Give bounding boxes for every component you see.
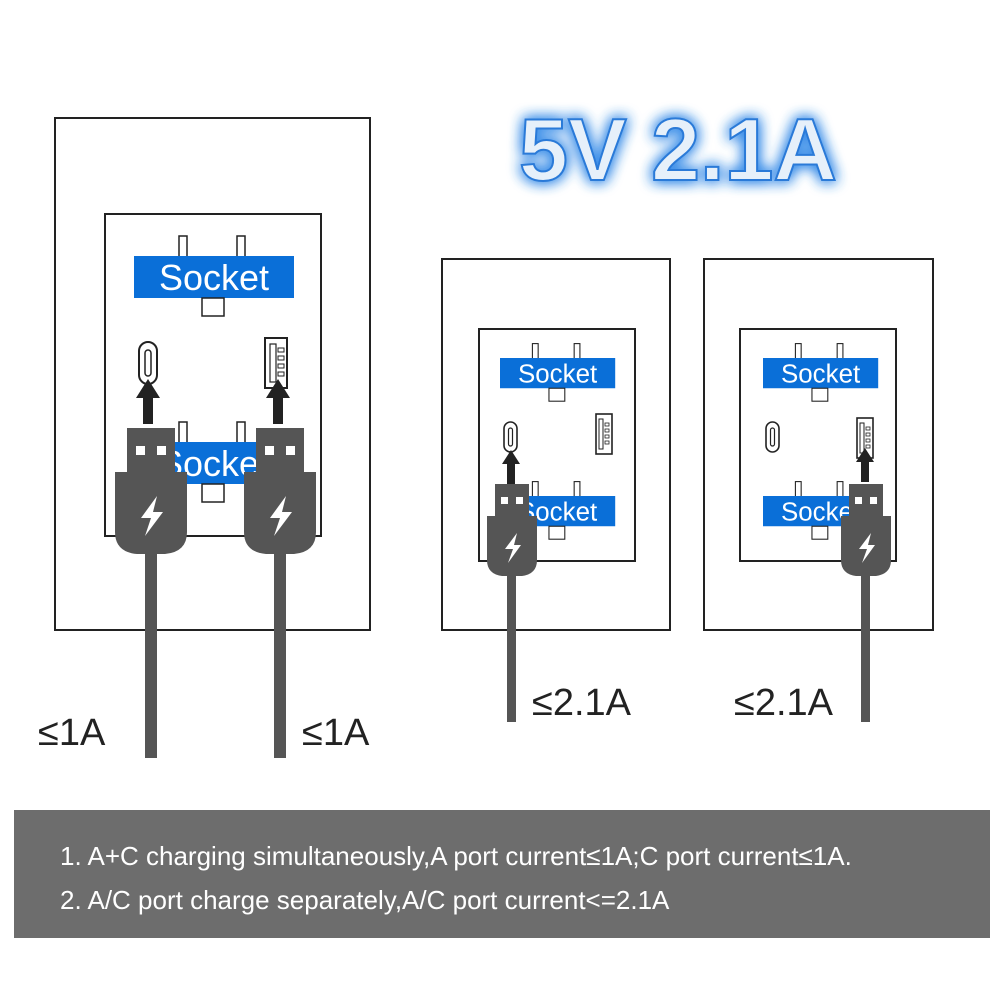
current-label-a: ≤2.1A [734,682,834,724]
current-label-c: ≤1A [38,712,106,754]
socket-top: Socket [133,235,295,317]
lightning-bolt-icon [270,496,292,536]
up-arrow-icon [266,379,290,424]
usb-c-port-icon [765,421,780,453]
lightning-bolt-icon [505,533,521,563]
lightning-bolt-icon [859,533,875,563]
socket-top: Socket [762,343,879,402]
socket-top-label: Socket [781,360,861,388]
title: 5V 2.1A [519,100,837,199]
up-arrow-icon [856,448,874,482]
socket-top: Socket [499,343,616,402]
socket-top-label: Socket [159,257,269,298]
usb-plug-icon [841,484,891,722]
current-label-a: ≤1A [302,712,370,754]
panel-c-only: Socket Socket ≤2.1A [441,258,671,724]
usb-a-port-icon [595,413,613,455]
up-arrow-icon [502,450,520,484]
panel-simultaneous: Socket Socket [38,117,371,758]
note-separate: 2. A/C port charge separately,A/C port c… [60,885,670,915]
note-simultaneous: 1. A+C charging simultaneously,A port cu… [60,841,852,871]
usb-c-port-icon [138,341,158,385]
panel-a-only: Socket Socket ≤2.1A [703,258,934,724]
usb-plug-icon [115,428,187,758]
usb-a-port-icon [264,337,288,389]
usb-c-port-icon [503,421,518,453]
lightning-bolt-icon [141,496,163,536]
usb-plug-icon [487,484,537,722]
socket-top-label: Socket [518,360,598,388]
current-label-c: ≤2.1A [532,682,632,724]
usb-plug-icon [244,428,316,758]
notes-panel: 1. A+C charging simultaneously,A port cu… [14,810,990,938]
up-arrow-icon [136,379,160,424]
